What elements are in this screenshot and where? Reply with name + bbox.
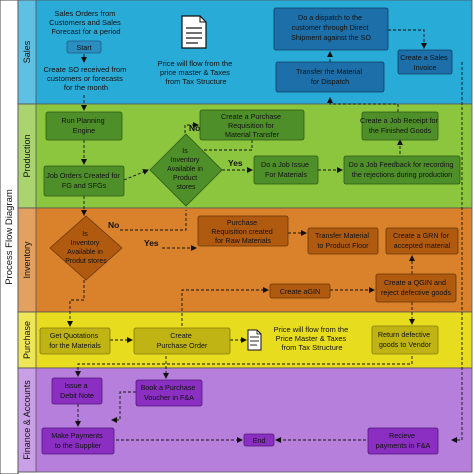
edge-receipt-to-transfer-dispatch [327, 97, 399, 112]
transfer-floor-node[interactable]: Transfer Material to Product Floor [307, 227, 379, 255]
job-orders-label: Job Orders Created for FG and SFGs [46, 171, 122, 190]
make-payments-label: Make Payments to the Supplier [51, 431, 105, 450]
end-node[interactable]: End [243, 433, 275, 447]
production-no-label: No [189, 123, 200, 133]
document-icon [181, 15, 207, 49]
sales-intro-text: Sales Orders from Customers and Sales Fo… [49, 9, 123, 36]
sales-invoice-node[interactable]: Create a Sales Invoice [397, 49, 453, 75]
debit-note-node[interactable]: Issue a Debit Note [51, 377, 103, 405]
debit-note-label: Issue a Debit Note [60, 381, 94, 400]
create-grn-label: Create a GRN for accepted material [393, 231, 451, 250]
start-node[interactable]: Start [66, 40, 102, 54]
lane-label-finance: Finance & Accounts [22, 380, 32, 460]
purchase-req-raw-node[interactable]: Purchase Requisition created for Raw Mat… [197, 215, 289, 247]
create-grn-node[interactable]: Create a GRN for accepted material [385, 227, 459, 255]
job-issue-node[interactable]: Do a Job Issue For Materials [253, 155, 319, 185]
job-receipt-node[interactable]: Create a Job Receipt for the Finished Go… [360, 111, 440, 141]
diagram-title: Process Flow Diagram [4, 189, 15, 285]
receive-payments-label: Recieve payments in F&A [376, 431, 431, 450]
create-agin-label: Create aGIN [280, 287, 320, 296]
create-qgin-label: Create a QGIN and reject defective goods [381, 278, 451, 297]
edge-invoice-to-receive-payments [451, 62, 463, 443]
edge-inventory-to-quotations [67, 280, 85, 327]
start-label: Start [76, 43, 91, 52]
edge-job-orders-to-decision [123, 169, 149, 181]
dispatch-label: Do a dispatch to the customer through Di… [291, 13, 371, 42]
connectors [67, 29, 463, 443]
purchase-req-transfer-node[interactable]: Create a Purchase Requisition for Materi… [199, 109, 305, 141]
job-receipt-label: Create a Job Receipt for the Finished Go… [360, 116, 440, 135]
purchase-voucher-label: Book a Purchase Voucher in F&A [141, 383, 198, 402]
planning-engine-label: Run Planning Engine [61, 116, 106, 135]
quotations-node[interactable]: Get Quotations for the Materials [39, 327, 111, 355]
job-feedback-label: Do a Job Feedback for recording the reje… [349, 160, 456, 179]
create-agin-node[interactable]: Create aGIN [269, 283, 331, 299]
purchase-order-label: Create Purchase Order [157, 331, 208, 350]
make-payments-node[interactable]: Make Payments to the Supplier [41, 427, 115, 455]
transfer-dispatch-label: Transfer the Material for Dispatch [296, 67, 364, 86]
edge-decision-no-to-purchase-req [184, 122, 199, 138]
planning-engine-node[interactable]: Run Planning Engine [45, 111, 123, 141]
sales-price-note: Price will flow from the price master & … [158, 59, 235, 86]
edge-return-to-debit-note [75, 356, 413, 377]
purchase-req-raw-label: Purchase Requisition created for Raw Mat… [211, 218, 275, 245]
transfer-floor-label: Transfer Material to Product Floor [315, 231, 371, 250]
purchase-req-transfer-label: Create a Purchase Requisition for Materi… [221, 112, 283, 139]
inventory-decision-label: Is Inventory Available in Produt stores [65, 231, 107, 265]
purchase-price-note: Price will flow from the Price Master & … [274, 325, 351, 352]
return-defective-node[interactable]: Return defective goods to Vendor [371, 325, 439, 355]
lane-label-purchase: Purchase [22, 321, 32, 359]
end-label: End [253, 436, 266, 445]
production-yes-label: Yes [228, 158, 243, 168]
production-decision-label: Is Inventory Available in Product stores [167, 148, 205, 191]
production-inventory-decision[interactable]: Is Inventory Available in Product stores [149, 133, 223, 207]
purchase-order-node[interactable]: Create Purchase Order [133, 327, 231, 355]
lane-label-sales: Sales [22, 40, 32, 63]
purchase-voucher-node[interactable]: Book a Purchase Voucher in F&A [135, 379, 203, 407]
document-icon [247, 329, 262, 351]
inventory-decision[interactable]: Is Inventory Available in Produt stores [49, 215, 123, 281]
create-so-text: Create SO received from customers or for… [43, 65, 128, 92]
edge-voucher-to-payments [111, 391, 136, 423]
transfer-dispatch-node[interactable]: Transfer the Material for Dispatch [275, 61, 385, 93]
dispatch-node[interactable]: Do a dispatch to the customer through Di… [273, 7, 389, 51]
receive-payments-node[interactable]: Recieve payments in F&A [367, 427, 439, 455]
edge-po-to-agin [181, 287, 269, 326]
job-feedback-node[interactable]: Do a Job Feedback for recording the reje… [343, 155, 461, 185]
edge-dispatch-to-invoice [388, 29, 427, 49]
edge-inventory-no [120, 210, 187, 231]
quotations-label: Get Quotations for the Materials [49, 331, 101, 350]
lane-label-production: Production [22, 134, 32, 177]
create-qgin-node[interactable]: Create a QGIN and reject defective goods [375, 273, 457, 303]
job-issue-label: Do a Job Issue For Materials [261, 160, 311, 179]
job-orders-node[interactable]: Job Orders Created for FG and SFGs [43, 165, 125, 197]
return-defective-label: Return defective goods to Vendor [378, 330, 432, 349]
lane-label-inventory: Inventory [22, 241, 32, 279]
inventory-no-label: No [108, 220, 119, 230]
sales-invoice-label: Create a Sales Invoice [400, 53, 450, 72]
inventory-yes-label: Yes [144, 238, 159, 248]
